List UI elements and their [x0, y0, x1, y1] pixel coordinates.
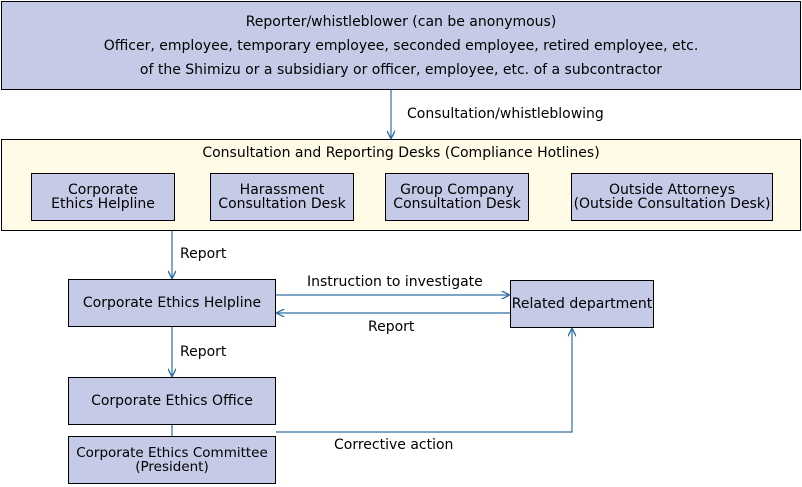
report-back-label: Report — [368, 319, 415, 335]
desk-harassment-consultation: Harassment Consultation Desk — [210, 173, 354, 221]
corporate-ethics-committee-sublabel: (President) — [135, 459, 209, 475]
corporate-ethics-helpline-label: Corporate Ethics Helpline — [82, 295, 262, 311]
corrective-action-label: Corrective action — [334, 437, 454, 453]
desk-label-line2: Ethics Helpline — [51, 196, 155, 212]
corporate-ethics-office-box: Corporate Ethics Office — [68, 377, 276, 425]
consultation-whistleblowing-label: Consultation/whistleblowing — [407, 106, 604, 122]
related-department-box: Related department — [510, 280, 654, 328]
related-department-label: Related department — [511, 296, 653, 312]
reporter-description-line1: Officer, employee, temporary employee, s… — [103, 37, 699, 54]
desk-label-line1: Corporate — [68, 182, 138, 198]
desk-group-company-consultation: Group Company Consultation Desk — [385, 173, 529, 221]
instruction-to-investigate-label: Instruction to investigate — [307, 274, 483, 290]
desk-label-line2: Consultation Desk — [393, 196, 521, 212]
corporate-ethics-helpline-box: Corporate Ethics Helpline — [68, 279, 276, 327]
desk-label-line1: Group Company — [400, 182, 514, 198]
corporate-ethics-committee-label: Corporate Ethics Committee — [76, 445, 268, 461]
reporter-title: Reporter/whistleblower (can be anonymous… — [245, 13, 557, 30]
reporter-box: Reporter/whistleblower (can be anonymous… — [1, 1, 801, 90]
desk-label-line2: (Outside Consultation Desk) — [573, 196, 771, 212]
compliance-hotlines-title: Consultation and Reporting Desks (Compli… — [202, 145, 600, 161]
desk-label-line1: Harassment — [239, 182, 325, 198]
desk-label-line2: Consultation Desk — [218, 196, 346, 212]
corporate-ethics-office-label: Corporate Ethics Office — [91, 393, 253, 409]
corporate-ethics-committee-box: Corporate Ethics Committee (President) — [68, 436, 276, 484]
desk-corporate-ethics-helpline: Corporate Ethics Helpline — [31, 173, 175, 221]
arrow-corrective-action — [276, 329, 572, 433]
reporter-description-line2: of the Shimizu or a subsidiary or office… — [139, 61, 663, 78]
desk-label-line1: Outside Attorneys — [609, 182, 735, 198]
desk-outside-attorneys: Outside Attorneys (Outside Consultation … — [571, 173, 773, 221]
report-label-2: Report — [180, 344, 227, 360]
report-label-1: Report — [180, 246, 227, 262]
